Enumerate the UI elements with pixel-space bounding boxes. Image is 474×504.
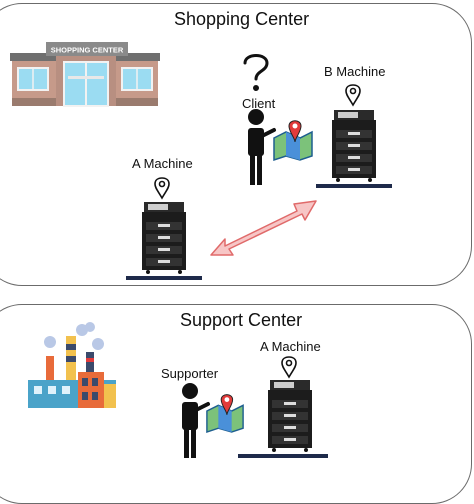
client-person-icon [248, 109, 276, 185]
copier-machine-b-icon [316, 110, 392, 188]
machine-a-label-top: A Machine [132, 156, 193, 171]
copier-machine-a-icon [126, 202, 202, 280]
location-pin-icon [281, 356, 297, 379]
support-center-title: Support Center [180, 310, 303, 330]
supporter-person-icon [182, 383, 210, 458]
client-label: Client [242, 96, 276, 111]
map-icon [206, 394, 244, 433]
shopping-center-title: Shopping Center [174, 9, 310, 29]
machine-b-label: B Machine [324, 64, 386, 79]
location-pin-icon [154, 177, 170, 200]
location-pin-icon [345, 84, 361, 107]
map-icon [273, 120, 313, 162]
shopping-center-sign: SHOPPING CENTER [51, 46, 124, 55]
shopping-center-building-icon: SHOPPING CENTER [10, 42, 160, 107]
supporter-label: Supporter [161, 366, 219, 381]
copier-machine-a-bottom-icon [238, 380, 328, 458]
factory-icon [28, 322, 116, 408]
double-arrow-icon [210, 200, 317, 256]
question-mark-icon [243, 54, 269, 91]
machine-a-label-bottom: A Machine [260, 339, 321, 354]
